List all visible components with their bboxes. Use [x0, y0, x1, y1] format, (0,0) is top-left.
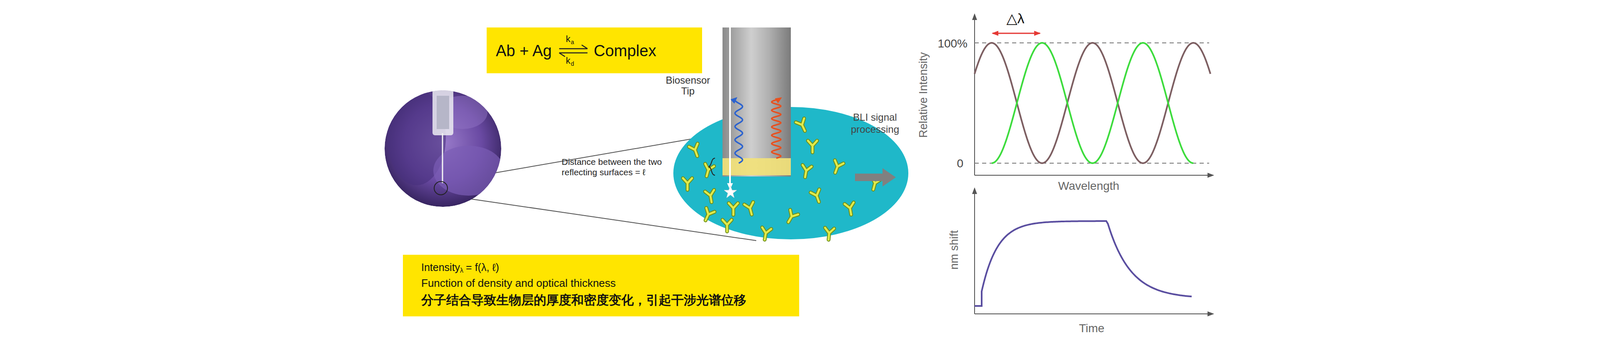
y-axis [974, 188, 975, 315]
min-line [974, 162, 1210, 164]
reverse-arrow [559, 52, 588, 57]
sensorgram-curve [974, 221, 1192, 307]
text-line: 分子结合导致生物层的厚度和密度变化，引起干涉光谱位移 [421, 293, 747, 308]
axis-title: Relative Intensity [916, 32, 930, 158]
shift-arrow [992, 32, 1040, 35]
sensor-holder [436, 95, 450, 130]
light-waves [735, 98, 781, 164]
distance-brace [708, 158, 715, 176]
antibody-symbol [689, 143, 702, 158]
antibody-symbol [760, 227, 772, 241]
max-line [974, 42, 1210, 44]
antibody-symbol [824, 227, 835, 241]
light-path [729, 27, 731, 189]
antibody-symbol [744, 202, 756, 217]
glove-shape [433, 145, 505, 196]
chinese-description: 分子结合导致生物层的厚度和密度变化，引起干涉光谱位移 [421, 293, 747, 308]
rate-symbol: k [565, 34, 571, 45]
antibody-symbol [702, 164, 714, 178]
axis-title: nm shift [947, 208, 961, 292]
antibody-symbol [830, 160, 844, 175]
text-line: Function of density and optical thicknes… [421, 277, 616, 290]
formula-text: Intensity [421, 261, 460, 274]
description-text: Function of density and optical thicknes… [421, 277, 616, 290]
y-axis [974, 14, 975, 176]
rate-subscript: d [570, 60, 575, 68]
forward-arrow [559, 45, 588, 49]
antibody-symbol [868, 177, 881, 192]
reflected-wave [735, 98, 743, 164]
equilibrium-arrows [559, 45, 588, 57]
tick-label: 100% [921, 36, 968, 51]
product-text: Complex [593, 42, 657, 60]
sensorgram-chart [974, 188, 1214, 315]
axis-title: Wavelength [1047, 179, 1131, 194]
tip-label: Biosensor Tip [660, 75, 716, 98]
spectrum-curves [974, 42, 1211, 164]
zoom-ring [434, 181, 448, 195]
rate-subscript: a [570, 39, 575, 46]
sensor-holder [432, 89, 454, 136]
baseline-spectrum [974, 42, 1211, 164]
antibody-symbol [795, 118, 810, 133]
sensor-fiber [442, 133, 444, 184]
formula-box: Intensityλ= f(λ, ℓ) Function of density a… [402, 255, 800, 317]
spectrum-chart [974, 14, 1214, 176]
photo-inset [384, 89, 505, 208]
antibody-symbol [682, 178, 693, 190]
reflected-wave [771, 98, 781, 159]
antibody-symbol [784, 210, 798, 225]
antibody-symbol [705, 190, 717, 203]
formula-text: = f(λ, ℓ) [465, 261, 500, 274]
rate-symbol: k [565, 55, 571, 66]
binding-curve [974, 221, 1192, 307]
antibody-symbol [728, 203, 738, 215]
antibody-symbol [701, 207, 715, 223]
biosensor-tip: Biosensor Tip [722, 27, 791, 177]
antibody-symbol [844, 202, 856, 216]
formula-subscript: λ [460, 267, 464, 275]
antibody-symbol [810, 189, 824, 204]
tick-label: 0 [921, 156, 964, 171]
process-label: BLI signal processing [839, 111, 911, 136]
reactant-text: Ab + Ag [495, 42, 552, 60]
x-axis [974, 313, 1214, 315]
bio-layer [722, 158, 791, 176]
text-line: Intensityλ= f(λ, ℓ) [421, 261, 500, 275]
reaction-box: Ab + AgkakdComplex [486, 27, 703, 74]
antibody-symbol [722, 220, 732, 232]
process-arrow [855, 168, 896, 187]
antibody-symbol [800, 165, 812, 178]
shifted-spectrum [991, 42, 1194, 164]
x-axis [974, 175, 1214, 176]
shift-label: △λ [994, 10, 1037, 28]
antibody-symbol [807, 140, 818, 153]
antigen-star [724, 185, 737, 198]
distance-label: Distance between the two reflecting surf… [561, 156, 687, 178]
axis-title: Time [1070, 321, 1113, 336]
